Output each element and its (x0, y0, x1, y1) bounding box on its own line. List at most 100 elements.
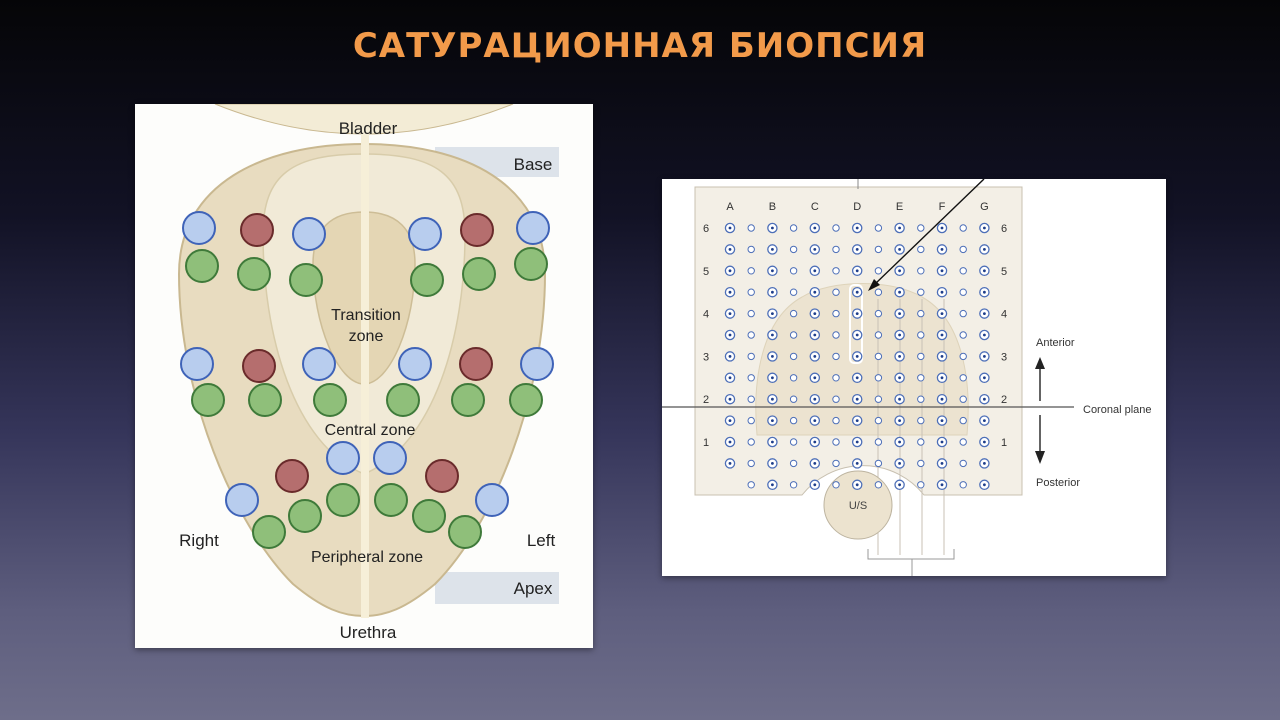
grid-hole-center (898, 355, 901, 358)
grid-hole-center (983, 355, 986, 358)
grid-hole-center (728, 269, 732, 273)
grid-hole (747, 481, 755, 489)
grid-hole (917, 374, 925, 382)
biopsy-core (242, 349, 276, 383)
urethra-label: Urethra (340, 623, 397, 642)
biopsy-core (326, 483, 360, 517)
grid-hole (959, 245, 967, 254)
grid-hole-center (813, 290, 817, 294)
grid-hole (789, 309, 798, 318)
biopsy-core (288, 499, 322, 533)
probe-bracket (867, 549, 955, 560)
grid-hole-center (728, 290, 732, 294)
grid-hole-center (983, 226, 986, 230)
biopsy-core (520, 347, 554, 381)
grid-hole-center (983, 312, 986, 315)
biopsy-core (191, 383, 225, 417)
grid-hole (874, 245, 883, 254)
grid-hole (747, 459, 755, 468)
grid-hole (789, 459, 798, 468)
grid-hole (917, 481, 925, 489)
grid-hole (832, 352, 840, 361)
biopsy-core (374, 483, 408, 517)
slide-title: САТУРАЦИОННАЯ БИОПСИЯ (352, 26, 928, 66)
grid-row-label-right: 2 (1001, 394, 1007, 406)
right-side-label: Right (179, 531, 219, 550)
grid-hole-center (898, 333, 901, 337)
grid-hole-center (771, 419, 774, 422)
grid-hole-center (898, 483, 901, 487)
grid-hole-center (771, 376, 774, 380)
grid-hole (917, 438, 925, 446)
grid-hole-center (898, 419, 901, 422)
transition-zone-label-2: zone (349, 328, 384, 345)
biopsy-core (475, 483, 509, 517)
grid-hole-center (940, 312, 944, 315)
grid-column-label: E (896, 201, 903, 213)
grid-hole (959, 481, 967, 489)
grid-hole-center (771, 355, 774, 358)
grid-row-label-right: 5 (1001, 266, 1007, 278)
grid-row-label-left: 2 (703, 394, 709, 406)
grid-hole-center (940, 376, 944, 380)
biopsy-core (248, 383, 282, 417)
grid-hole (874, 459, 883, 468)
grid-hole-center (728, 355, 732, 358)
grid-hole (917, 331, 925, 339)
grid-hole-center (983, 333, 986, 337)
grid-hole-center (855, 376, 859, 380)
biopsy-core (448, 515, 482, 549)
biopsy-core (182, 211, 216, 245)
grid-row-label-left: 4 (703, 309, 709, 321)
grid-hole (747, 438, 755, 446)
grid-hole (959, 288, 967, 296)
grid-row-label-left: 5 (703, 266, 709, 278)
grid-hole-center (813, 248, 817, 251)
grid-hole-center (728, 226, 732, 230)
grid-hole (789, 288, 798, 296)
grid-hole (747, 245, 755, 254)
base-label: Base (514, 155, 553, 174)
grid-hole-center (898, 312, 901, 315)
grid-hole-center (813, 226, 817, 230)
grid-hole-center (771, 333, 774, 337)
grid-hole (917, 416, 925, 425)
grid-hole-center (813, 397, 817, 401)
grid-hole (874, 481, 883, 489)
urethra-line (361, 130, 369, 618)
grid-hole-center (728, 462, 732, 465)
grid-hole (959, 395, 967, 403)
needle-arrowhead (868, 279, 880, 291)
needle-window (849, 284, 863, 364)
grid-hole (917, 267, 925, 275)
grid-hole-center (983, 483, 986, 487)
biopsy-core (398, 347, 432, 381)
grid-hole-center (855, 312, 859, 315)
grid-hole (789, 331, 798, 339)
biopsy-core (410, 263, 444, 297)
grid-hole (747, 288, 755, 296)
grid-hole (747, 416, 755, 425)
grid-hole-center (813, 483, 817, 487)
grid-hole-center (983, 440, 986, 444)
grid-hole-center (983, 462, 986, 465)
grid-hole (917, 352, 925, 361)
grid-hole (832, 416, 840, 425)
anterior-arrowhead (1035, 357, 1045, 369)
grid-hole-center (940, 419, 944, 422)
grid-hole-center (728, 312, 732, 315)
peripheral-zone-label: Peripheral zone (311, 549, 423, 566)
grid-hole (959, 267, 967, 275)
grid-hole-center (940, 462, 944, 465)
grid-hole-center (771, 483, 774, 487)
prostate-zone-svg: Bladder Base Transition zone Central zon… (177, 104, 559, 642)
grid-hole (789, 481, 798, 489)
grid-hole (832, 395, 840, 403)
grid-row-label-right: 6 (1001, 223, 1007, 235)
grid-hole-center (855, 462, 859, 465)
grid-hole-center (813, 419, 817, 422)
apex-label: Apex (514, 579, 553, 598)
grid-hole-center (813, 269, 817, 273)
